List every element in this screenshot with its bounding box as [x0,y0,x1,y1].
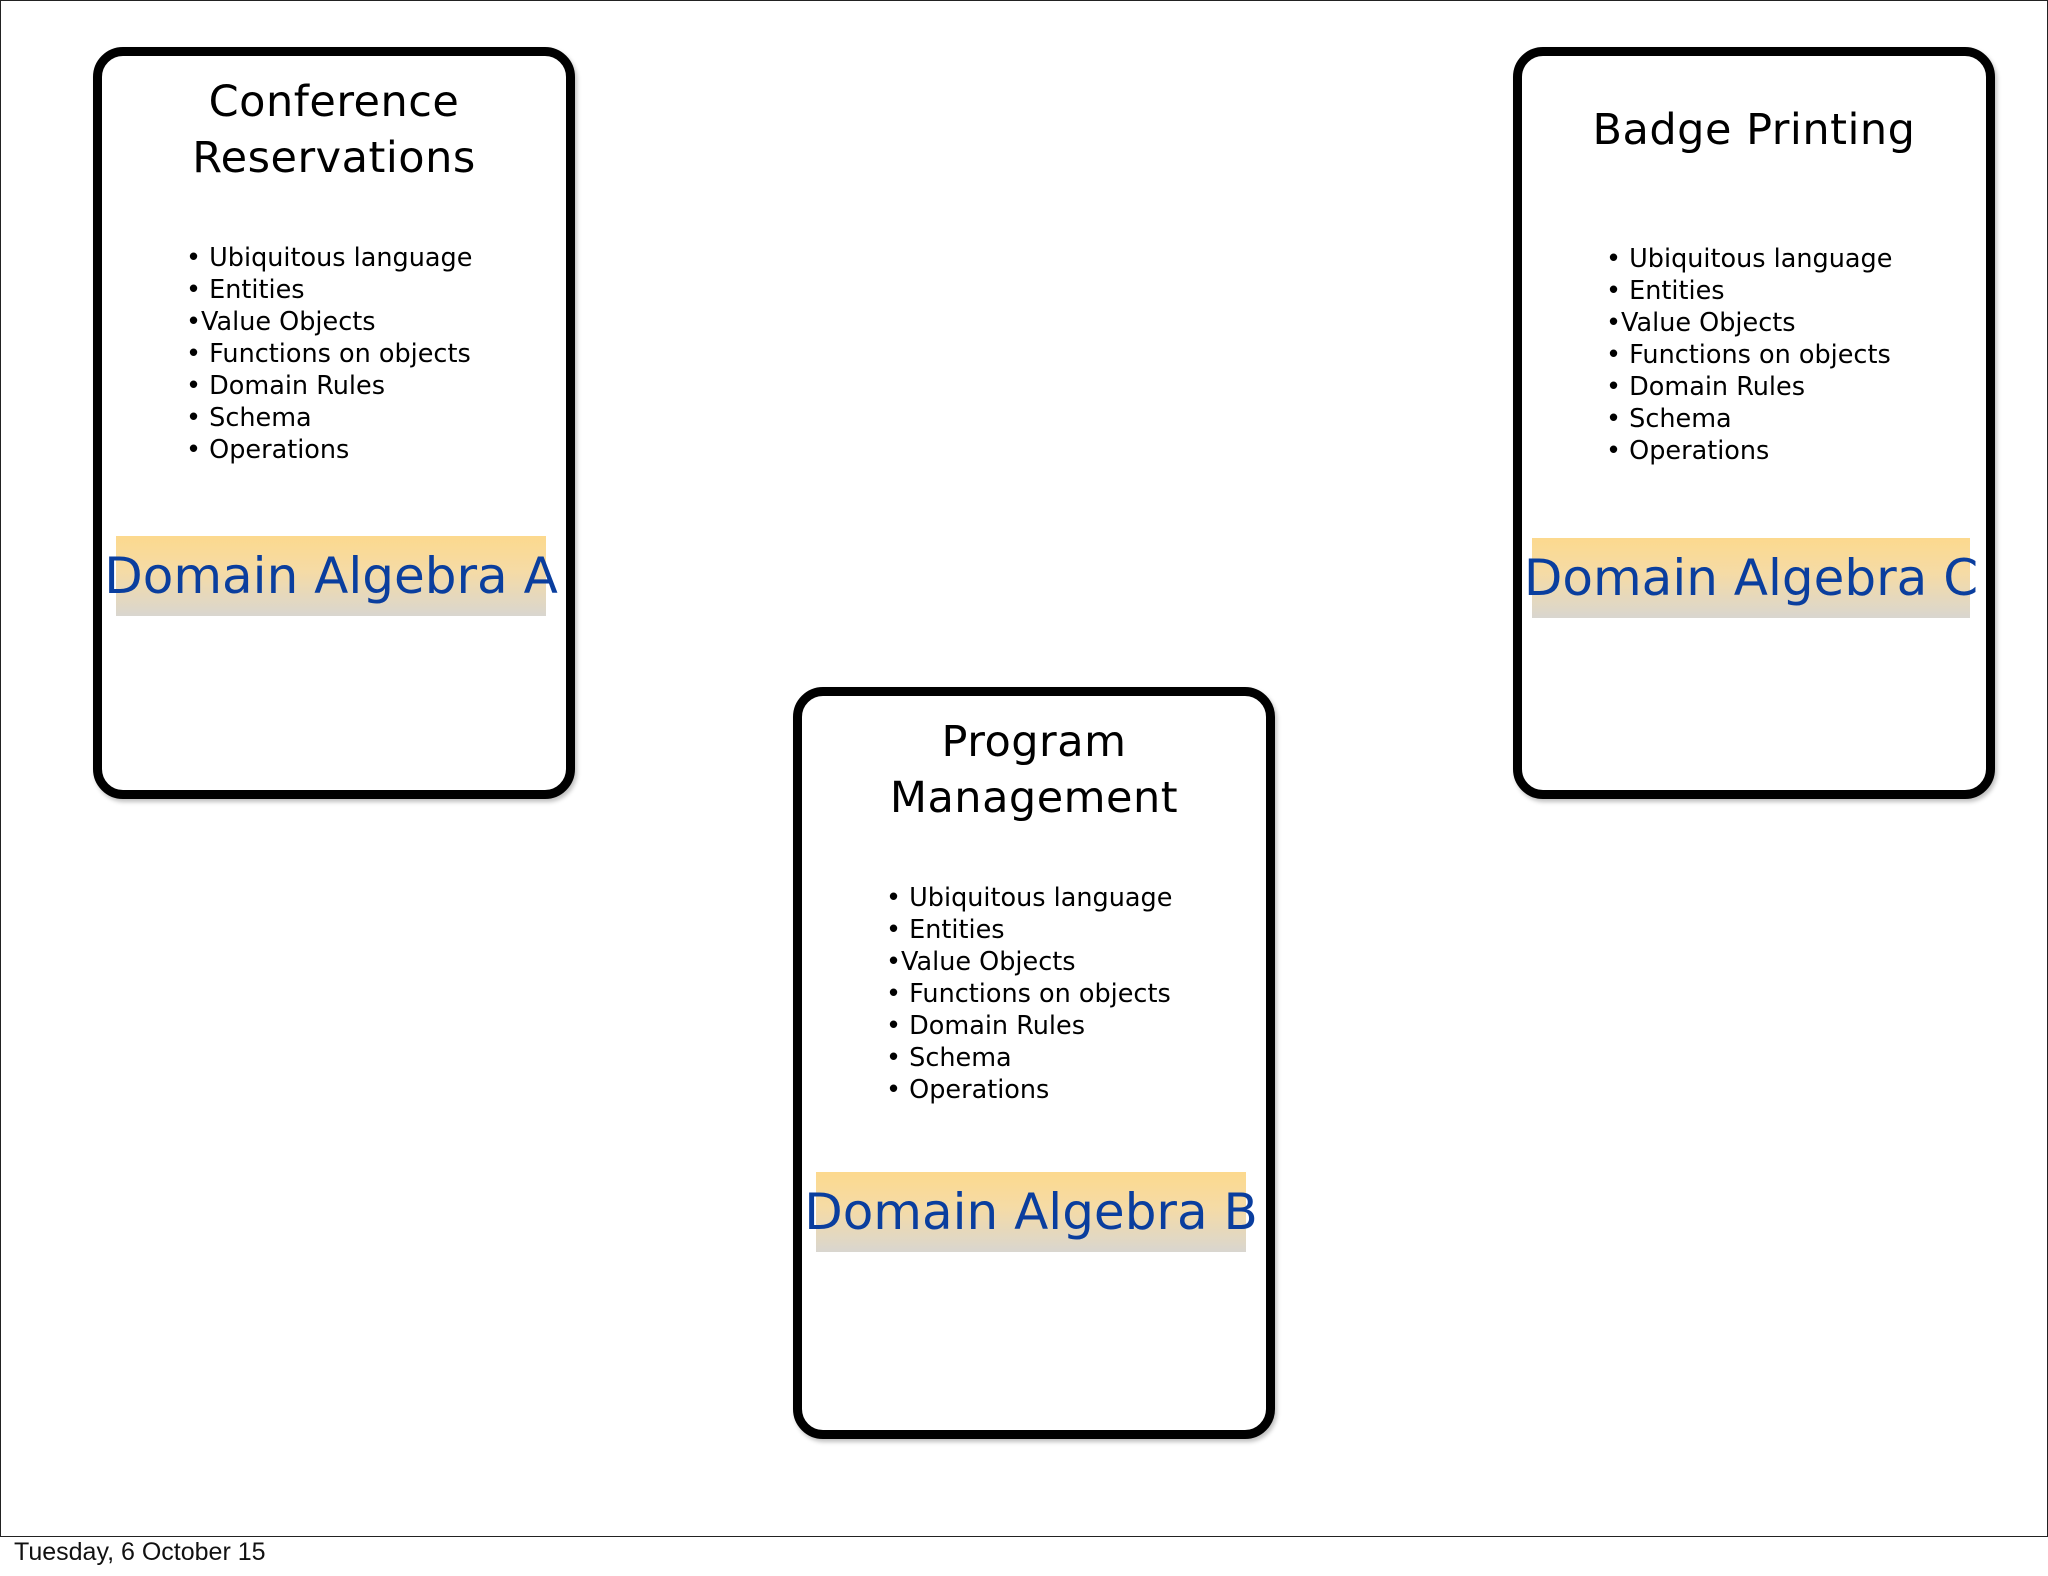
list-item: • Functions on objects [1606,340,1891,370]
card-title-line-2: Reservations [192,133,476,183]
domain-algebra-label: Domain Algebra B [804,1183,1258,1241]
list-item: • Domain Rules [186,371,385,401]
list-item: • Functions on objects [886,979,1171,1009]
list-item: • Schema [886,1043,1012,1073]
card-title: Badge Printing [1522,102,1986,158]
list-item: • Entities [1606,276,1725,306]
list-item: • Operations [886,1075,1050,1105]
list-item: • Ubiquitous language [186,243,473,273]
domain-algebra-band: Domain Algebra A [104,536,558,616]
list-item: • Functions on objects [186,339,471,369]
footer-date: Tuesday, 6 October 15 [14,1538,266,1566]
card-title: Conference Reservations [102,74,566,186]
list-item: • Domain Rules [886,1011,1085,1041]
list-item: • Operations [186,435,350,465]
list-item: • Entities [186,275,305,305]
concept-list: • Ubiquitous language • Entities •Value … [1606,243,1892,467]
domain-algebra-label: Domain Algebra C [1523,549,1979,607]
list-item: • Domain Rules [1606,372,1805,402]
list-item: • Operations [1606,436,1770,466]
list-item: •Value Objects [886,947,1076,977]
card-title-line-1: Badge Printing [1592,105,1916,155]
card-title: Program Management [802,714,1266,826]
list-item: • Ubiquitous language [1606,244,1893,274]
card-title-line-1: Program [941,717,1127,767]
card-title-line-2: Management [889,773,1179,823]
bounded-context-card-conference-reservations: Conference Reservations • Ubiquitous lan… [93,47,575,799]
concept-list: • Ubiquitous language • Entities •Value … [186,242,472,466]
bounded-context-card-program-management: Program Management • Ubiquitous language… [793,687,1275,1439]
domain-algebra-label: Domain Algebra A [104,547,558,605]
list-item: • Schema [186,403,312,433]
domain-algebra-band: Domain Algebra B [804,1172,1258,1252]
list-item: •Value Objects [1606,308,1796,338]
slide-canvas: Conference Reservations • Ubiquitous lan… [0,0,2048,1537]
concept-list: • Ubiquitous language • Entities •Value … [886,882,1172,1106]
bounded-context-card-badge-printing: Badge Printing • Ubiquitous language • E… [1513,47,1995,799]
list-item: •Value Objects [186,307,376,337]
list-item: • Schema [1606,404,1732,434]
list-item: • Entities [886,915,1005,945]
list-item: • Ubiquitous language [886,883,1173,913]
domain-algebra-band: Domain Algebra C [1524,538,1978,618]
card-title-line-1: Conference [208,77,460,127]
